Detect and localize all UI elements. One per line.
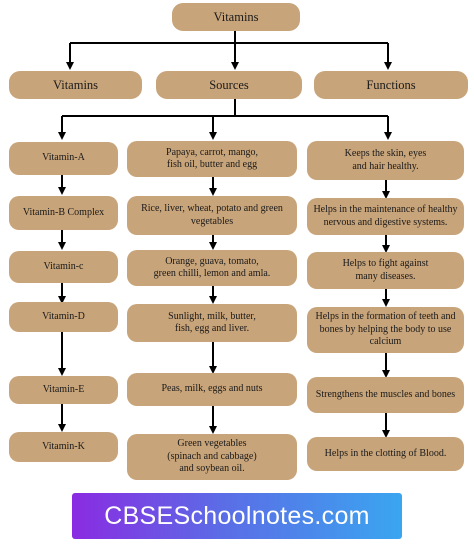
source-c-box: Orange, guava, tomato, green chilli, lem… <box>127 250 297 286</box>
watermark-banner: CBSESchoolnotes.com <box>72 493 402 539</box>
header-functions: Functions <box>314 71 468 99</box>
title-box: Vitamins <box>172 3 300 31</box>
watermark-text: CBSESchoolnotes.com <box>104 501 370 530</box>
source-b-box: Rice, liver, wheat, potato and green veg… <box>127 196 297 235</box>
vitamin-k-box: Vitamin-K <box>9 432 118 462</box>
function-k-box: Helps in the clotting of Blood. <box>307 437 464 471</box>
source-k-box: Green vegetables (spinach and cabbage) a… <box>127 434 297 480</box>
function-a-box: Keeps the skin, eyes and hair healthy. <box>307 141 464 180</box>
vitamin-e-box: Vitamin-E <box>9 376 118 404</box>
function-d-box: Helps in the formation of teeth and bone… <box>307 307 464 353</box>
function-e-box: Strengthens the muscles and bones <box>307 377 464 413</box>
source-a-box: Papaya, carrot, mango, fish oil, butter … <box>127 141 297 177</box>
function-c-box: Helps to fight against many diseases. <box>307 252 464 289</box>
vitamin-b-complex-box: Vitamin-B Complex <box>9 196 118 230</box>
vitamin-d-box: Vitamin-D <box>9 302 118 332</box>
header-sources: Sources <box>156 71 302 99</box>
source-d-box: Sunlight, milk, butter, fish, egg and li… <box>127 304 297 342</box>
function-b-box: Helps in the maintenance of healthy nerv… <box>307 198 464 235</box>
source-e-box: Peas, milk, eggs and nuts <box>127 373 297 406</box>
vitamin-c-box: Vitamin-c <box>9 251 118 283</box>
vitamin-a-box: Vitamin-A <box>9 142 118 175</box>
header-vitamins: Vitamins <box>9 71 142 99</box>
